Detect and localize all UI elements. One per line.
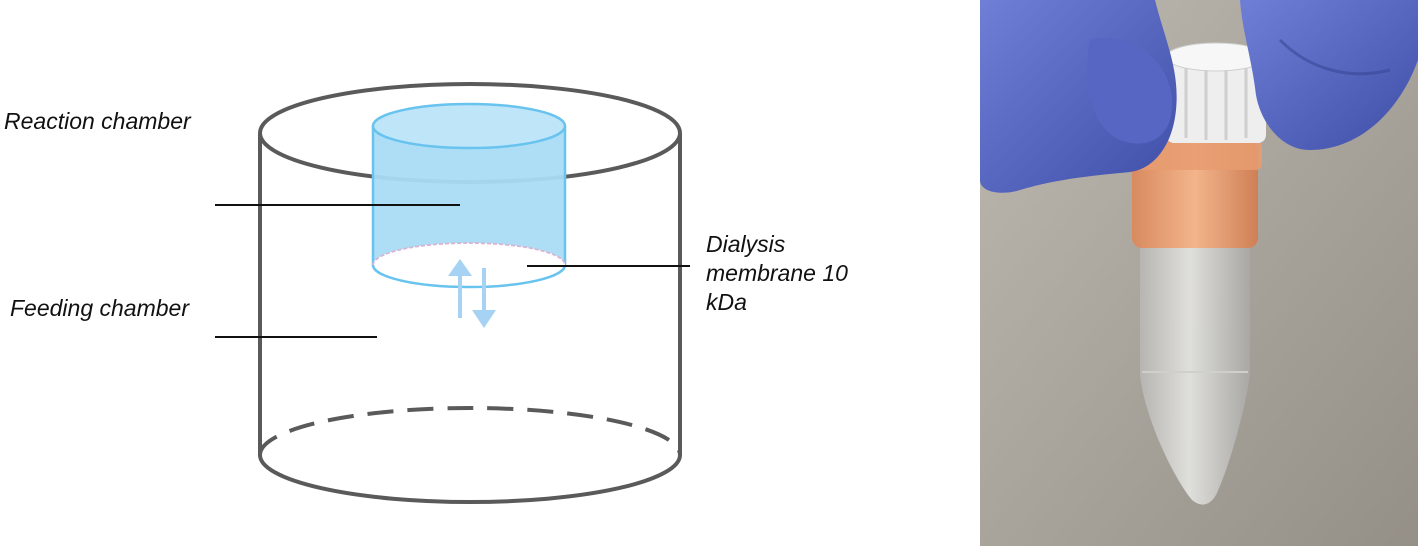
reaction-chamber-label: Reaction chamber (4, 108, 191, 134)
tube-cap (1165, 42, 1267, 143)
dialysis-diagram (215, 82, 690, 504)
arrow-up-head (448, 259, 472, 276)
vessel-bottom-front (258, 454, 682, 504)
reaction-chamber-body (373, 126, 565, 265)
glove-fingers (1240, 0, 1418, 150)
feeding-chamber-label: Feeding chamber (10, 295, 189, 321)
tube-body (1140, 235, 1250, 505)
arrow-down-head (472, 310, 496, 328)
conical-tube (1128, 140, 1262, 505)
membrane-rim-front (371, 264, 567, 289)
tube-photo (980, 0, 1418, 546)
vessel-bottom-back-dashed (258, 406, 682, 456)
glove-thumb (1087, 38, 1173, 144)
reaction-chamber-top (371, 102, 567, 150)
dialysis-membrane-label: Dialysis membrane 10 kDa (706, 231, 848, 315)
cap-body (1166, 55, 1266, 143)
reaction-chamber (371, 102, 567, 289)
glove-finger-crease (1278, 38, 1391, 76)
gloved-hand (980, 0, 1418, 193)
exchange-arrows (448, 259, 496, 328)
